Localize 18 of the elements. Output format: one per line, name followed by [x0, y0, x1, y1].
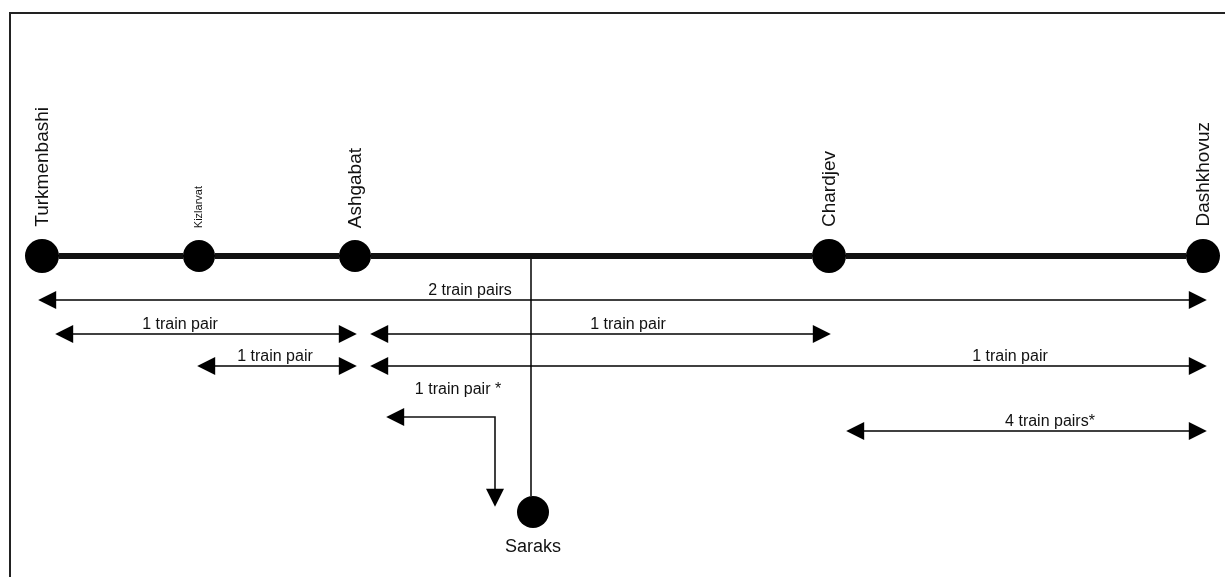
rail-line	[846, 253, 1186, 259]
bent-double-arrow	[386, 408, 504, 507]
service-label: 1 train pair	[237, 347, 313, 365]
rail-line	[59, 253, 183, 259]
service-label: 1 train pair	[590, 315, 666, 333]
station-name: Ashgabat	[343, 147, 366, 228]
station-name: Saraks	[505, 536, 561, 557]
station-name: Dashkhovuz	[1191, 122, 1214, 227]
service-label: 1 train pair	[142, 315, 218, 333]
station-name: Chardjev	[817, 150, 840, 227]
edge-label: 1 train pair *	[414, 380, 502, 398]
service-label: 2 train pairs	[428, 281, 512, 299]
station-name: Turkmenbashi	[30, 107, 53, 227]
rail-line	[371, 253, 812, 259]
rail-line	[215, 253, 339, 259]
service-label: 1 train pair	[972, 347, 1048, 365]
station-name: Kizlarvat	[192, 185, 206, 228]
service-label: 4 train pairs*	[1005, 412, 1095, 430]
